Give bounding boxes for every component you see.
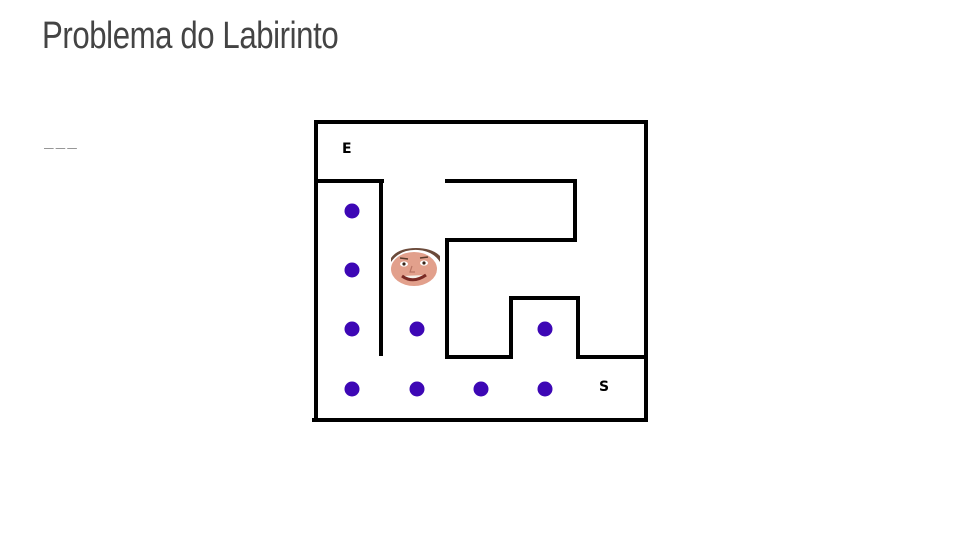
path-marker-dot [537, 381, 553, 397]
slide-title: Problema do Labirinto [42, 15, 339, 57]
path-marker-dot [344, 321, 360, 337]
maze-exit-label: S [599, 379, 609, 395]
path-marker-dot [409, 321, 425, 337]
path-marker-dot [473, 381, 489, 397]
path-marker-dot [344, 262, 360, 278]
maze-entry-label: E [342, 141, 352, 157]
path-marker-dot [344, 381, 360, 397]
path-marker-dot [537, 321, 553, 337]
title-underline-decoration: ___ [44, 130, 79, 149]
character-face-sprite [389, 248, 441, 287]
path-marker-dot [409, 381, 425, 397]
path-marker-dot [344, 203, 360, 219]
maze-walls [312, 120, 648, 422]
